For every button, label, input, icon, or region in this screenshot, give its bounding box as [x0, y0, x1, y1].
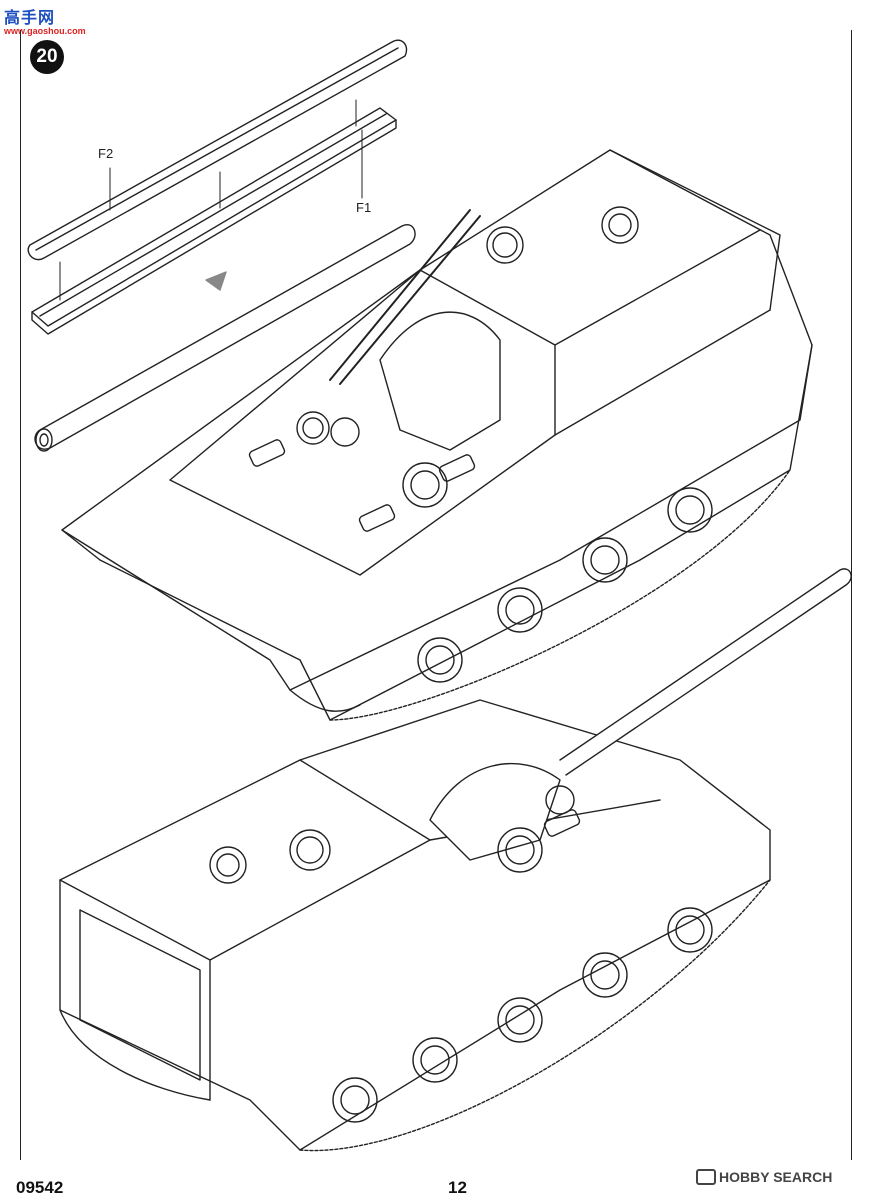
watermark-chinese-text: 高手网: [4, 8, 56, 27]
barrel-half-f2: [27, 39, 408, 261]
step-number-badge: 20: [30, 40, 64, 74]
lower-vehicle: [59, 568, 852, 1152]
page-frame-left: [20, 30, 21, 1160]
brand-text: HOBBY SEARCH: [719, 1169, 833, 1185]
page-number: 12: [448, 1178, 467, 1197]
brand-watermark: HOBBY SEARCH: [696, 1169, 832, 1185]
part-label-f2: F2: [98, 146, 114, 161]
watermark-logo: 高手网 www.gaoshou.com: [4, 4, 86, 36]
brand-logo-icon: [696, 1169, 716, 1185]
kit-number: 09542: [16, 1178, 64, 1197]
barrel-half-f1: [31, 107, 397, 335]
upper-vehicle: [61, 149, 813, 721]
page-frame-right: [851, 30, 852, 1160]
watermark-site-text: www.gaoshou.com: [4, 26, 86, 36]
assembly-arrow-icon: [205, 271, 227, 291]
gun-barrel-loose: [34, 224, 416, 452]
part-label-f1: F1: [356, 200, 372, 215]
